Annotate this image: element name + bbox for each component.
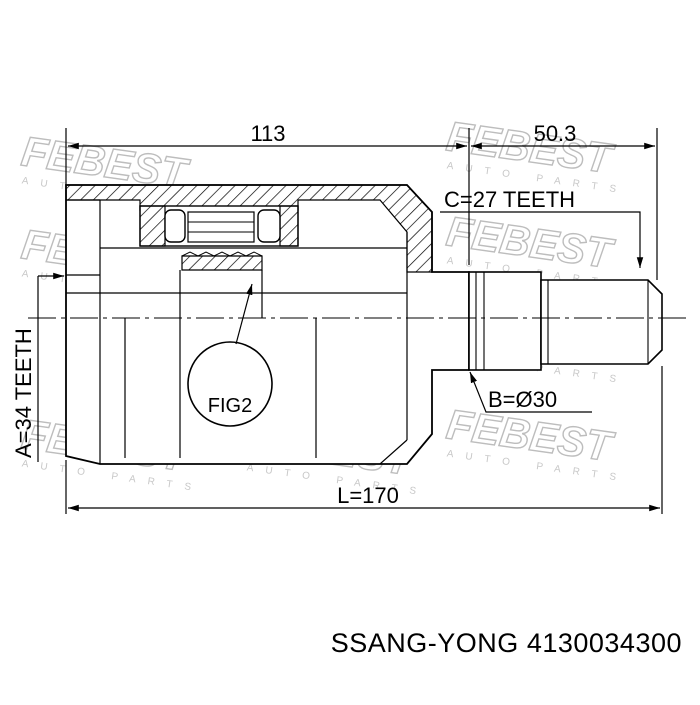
output-shaft (468, 271, 663, 371)
teeth-a-label: A=34 TEETH (11, 328, 36, 458)
dimension-113-label: 113 (250, 121, 285, 146)
dimension-113: 113 (65, 121, 470, 265)
teeth-c-label: C=27 TEETH (444, 187, 575, 212)
tripod-bearing (139, 205, 299, 271)
brand-name: SSANG-YONG (330, 628, 519, 658)
diameter-b-label: B=Ø30 (488, 387, 557, 412)
part-caption: SSANG-YONG 4130034300 (0, 628, 682, 659)
watermark-logo: FEBEST AUTO PARTS (443, 400, 629, 485)
length-label: L=170 (337, 483, 399, 508)
dimension-length: L=170 (65, 366, 663, 514)
part-number: 4130034300 (526, 628, 682, 658)
fig2-detail: FIG2 (187, 283, 273, 427)
teeth-c-callout: C=27 TEETH (440, 187, 644, 268)
diameter-b-callout: B=Ø30 (469, 371, 592, 413)
dimension-50-3: 50.3 (471, 121, 658, 280)
teeth-a-callout: A=34 TEETH (11, 272, 64, 462)
dimension-50-3-label: 50.3 (534, 121, 577, 146)
fig2-label: FIG2 (208, 395, 252, 417)
